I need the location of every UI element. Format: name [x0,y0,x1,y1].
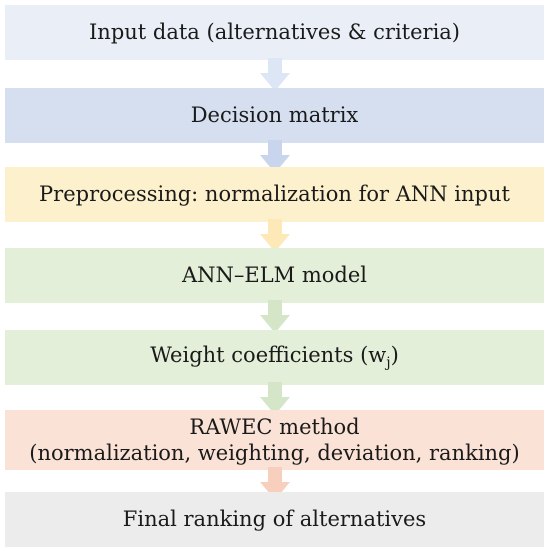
step-ann-elm-model: ANN–ELM model [5,248,544,303]
arrow-shape [260,219,290,252]
arrow-shape [260,382,290,415]
step-label-line-2: (normalization, weighting, deviation, ra… [29,441,520,465]
step-label-block: RAWEC method (normalization, weighting, … [29,414,519,467]
step-label-main: Weight coefficients (w [150,343,387,368]
arrow-shape [260,300,290,333]
step-rawec-method: RAWEC method (normalization, weighting, … [5,410,544,470]
step-label-line-1: RAWEC method [189,414,360,439]
arrow-shape [260,467,290,500]
down-arrow-icon [260,219,290,252]
step-weight-coefficients: Weight coefficients (wj) [5,330,544,385]
step-decision-matrix: Decision matrix [5,88,544,143]
down-arrow-icon [260,140,290,173]
arrow-shape [260,58,290,91]
step-preprocessing: Preprocessing: normalization for ANN inp… [5,167,544,222]
arrow-shape [260,140,290,173]
step-input-data: Input data (alternatives & criteria) [5,5,544,60]
down-arrow-icon [260,467,290,500]
down-arrow-icon [260,58,290,91]
step-label-end: ) [390,343,399,368]
step-label: Decision matrix [190,103,359,128]
step-label: Weight coefficients (wj) [150,342,399,373]
step-final-ranking: Final ranking of alternatives [5,492,544,547]
step-label: Input data (alternatives & criteria) [89,20,460,45]
step-label: Preprocessing: normalization for ANN inp… [39,182,510,207]
step-label: ANN–ELM model [181,263,367,288]
down-arrow-icon [260,300,290,333]
down-arrow-icon [260,382,290,415]
step-label-subscript: j [386,355,391,372]
step-label: Final ranking of alternatives [122,507,427,532]
